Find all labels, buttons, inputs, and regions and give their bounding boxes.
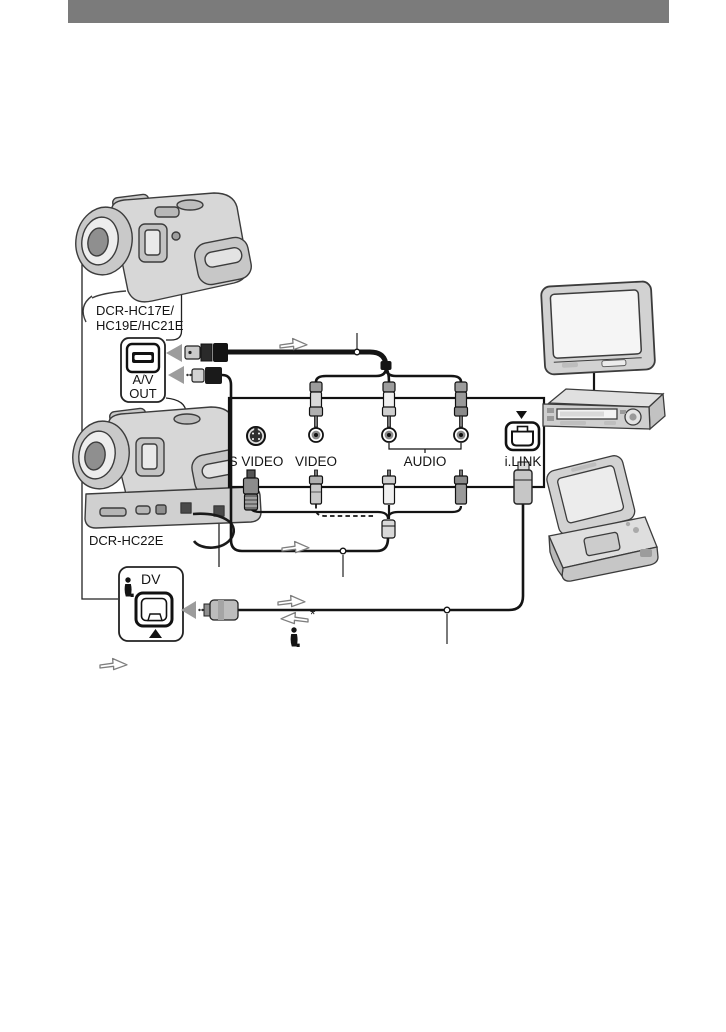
- signal-flow-arrow-icon: [277, 594, 306, 608]
- signal-flow-legend-arrow-icon: [99, 657, 128, 671]
- video-jack-label: VIDEO: [294, 454, 338, 469]
- dv-jack-box: [118, 566, 184, 642]
- rca-plug-audio-l-up: [381, 469, 397, 505]
- rca-plug-video-up: [308, 469, 324, 505]
- rca-plug-audio-r-up: [453, 469, 469, 505]
- arrow-into-av-jack-icon-bottom: [168, 366, 184, 384]
- av-out-jack-box: [120, 337, 166, 403]
- triangle-up-icon: [149, 629, 162, 638]
- triangle-down-icon: [516, 411, 527, 419]
- cable-joint-plug: [381, 519, 396, 539]
- rca-plug-audio-r-down: [453, 381, 469, 428]
- arrow-into-dv-jack-icon: [181, 601, 196, 619]
- handycam-station-dock: [84, 486, 262, 549]
- ilink-jack-icon: [504, 411, 541, 452]
- audio-bracket: [388, 443, 462, 453]
- dashed-video-wire: [315, 504, 376, 517]
- s-video-plug-up: [242, 469, 260, 511]
- vcr-illustration: [542, 388, 666, 431]
- tv-illustration: [540, 280, 656, 392]
- rca-plug-audio-l-down: [381, 381, 397, 428]
- signal-flow-arrow-icon: [279, 337, 308, 351]
- av-cable-1: [228, 333, 469, 428]
- camcorder-top-illustration: [75, 192, 252, 323]
- dv-jack-label: DV: [141, 571, 161, 587]
- camcorder-bottom-illustration: [72, 406, 262, 549]
- model-label-bottom: DCR-HC22E: [89, 533, 164, 548]
- audio-jack-label: AUDIO: [403, 454, 447, 469]
- video-jack-icon: [308, 427, 324, 443]
- ilink-jack-label: i.LINK: [504, 454, 542, 469]
- ilink-logo-icon: [290, 627, 300, 647]
- model-label-top-line2: HC19E/HC21E: [96, 318, 184, 333]
- signal-flow-arrow-left-icon: [280, 611, 309, 625]
- av-out-plugs: [166, 343, 228, 384]
- ilink-plug-up: [513, 461, 533, 505]
- model-label-top-line1: DCR-HC17E/: [96, 303, 175, 318]
- audio-right-jack-icon: [453, 427, 469, 443]
- ilink-cable: [181, 461, 533, 644]
- model-label-top: DCR-HC17E/ HC19E/HC21E: [96, 303, 183, 333]
- audio-left-jack-icon: [381, 427, 397, 443]
- rca-plug-video-down: [308, 381, 324, 428]
- dv-connector-icon: [134, 591, 174, 628]
- portable-video-deck-illustration: [546, 455, 659, 582]
- footnote-asterisk: *: [310, 606, 316, 622]
- av-cable-2: [221, 373, 469, 577]
- av-out-jack-label: A/V OUT: [129, 372, 157, 401]
- s-video-jack-label: S VIDEO: [228, 454, 284, 469]
- av-jack-icon: [125, 342, 161, 374]
- page-header-bar: [68, 0, 669, 23]
- s-video-jack-icon: [246, 426, 266, 446]
- dv-plug: [181, 599, 239, 621]
- arrow-into-av-jack-icon-top: [166, 344, 182, 362]
